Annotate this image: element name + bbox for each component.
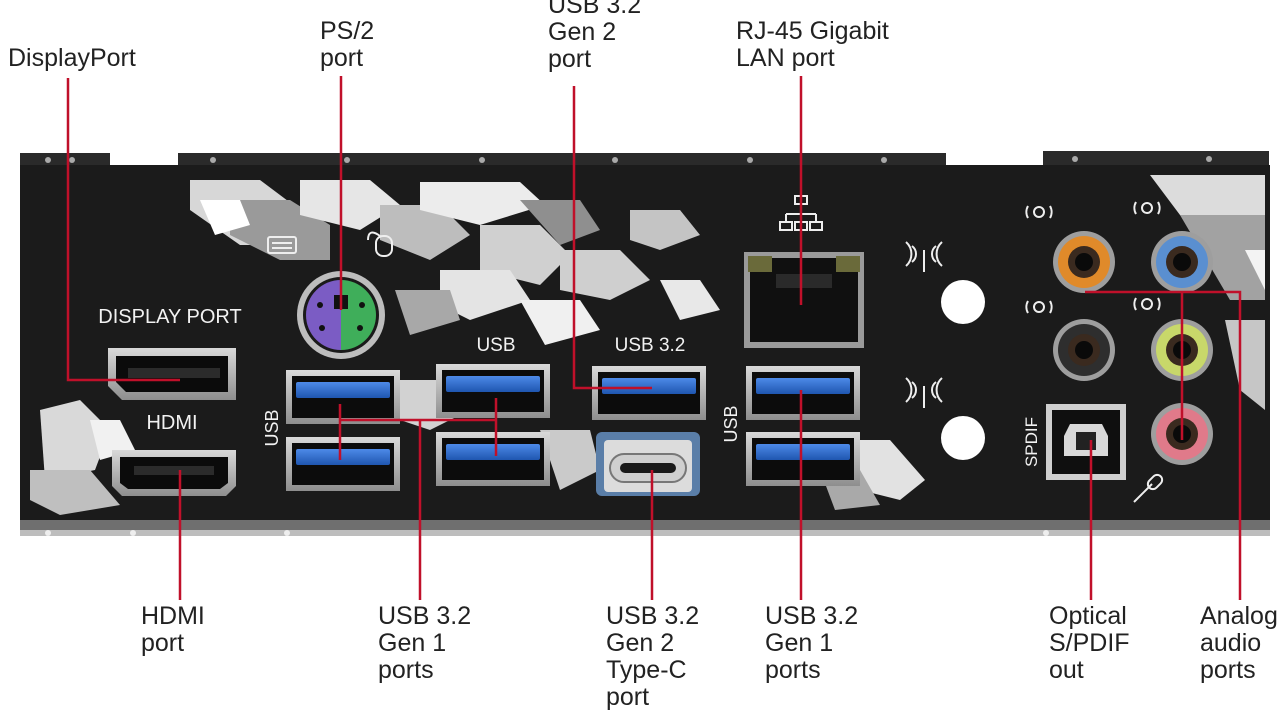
antenna-hole-top bbox=[941, 280, 985, 324]
leader-line bbox=[338, 398, 498, 600]
callout-ps2: PS/2 port bbox=[320, 17, 375, 72]
leader-lines bbox=[66, 76, 1242, 600]
silkscreen-usb-right: USB bbox=[721, 405, 741, 442]
keyboard-icon bbox=[267, 236, 297, 254]
callout-displayport: DisplayPort bbox=[8, 44, 136, 72]
callout-usb-gen1-right: USB 3.2 Gen 1 ports bbox=[765, 602, 859, 684]
silkscreen-display-port: DISPLAY PORT bbox=[98, 306, 241, 328]
callout-usb-gen2: USB 3.2 Gen 2 port bbox=[548, 0, 642, 73]
silkscreen-spdif: SPDIF bbox=[1022, 417, 1041, 467]
usb-port bbox=[436, 432, 550, 486]
shield-tabs bbox=[20, 151, 1269, 167]
callout-audio: Analog audio ports bbox=[1200, 602, 1278, 684]
silkscreen-usb-top: USB bbox=[476, 335, 515, 356]
usb-port bbox=[746, 432, 860, 486]
camo-pattern bbox=[30, 175, 1265, 515]
spdif-connector bbox=[1046, 404, 1126, 480]
silkscreen-usb-left: USB bbox=[262, 409, 282, 446]
leader-line bbox=[66, 78, 180, 382]
usb-port bbox=[746, 366, 860, 420]
mouse-icon bbox=[367, 231, 393, 257]
usb-typec-connector bbox=[596, 432, 700, 496]
usb-port bbox=[592, 366, 706, 420]
usb-ports bbox=[286, 364, 860, 491]
microphone-icon bbox=[1133, 473, 1164, 503]
rj45-connector bbox=[744, 252, 864, 348]
antenna-hole-bottom bbox=[941, 416, 985, 460]
wifi-antenna-icon bbox=[905, 377, 943, 408]
audio-jacks bbox=[1053, 231, 1213, 465]
audio-jack-icon bbox=[1025, 201, 1161, 314]
leader-line bbox=[1085, 290, 1242, 600]
audio-jack bbox=[1053, 231, 1115, 293]
audio-jack bbox=[1151, 231, 1213, 293]
usb-port bbox=[286, 370, 400, 424]
callout-usb-gen1-left: USB 3.2 Gen 1 ports bbox=[378, 602, 472, 684]
silkscreen-hdmi: HDMI bbox=[146, 412, 197, 434]
audio-jack bbox=[1053, 319, 1115, 381]
callout-spdif: Optical S/PDIF out bbox=[1049, 602, 1130, 684]
silkscreen-usb32: USB 3.2 bbox=[615, 335, 686, 356]
displayport-connector bbox=[108, 348, 236, 400]
wifi-antenna-icon bbox=[905, 241, 943, 272]
usb-port bbox=[436, 364, 550, 418]
ps2-connector bbox=[297, 271, 385, 359]
callout-hdmi: HDMI port bbox=[141, 602, 205, 657]
callout-rj45: RJ-45 Gigabit LAN port bbox=[736, 17, 889, 72]
leader-line bbox=[572, 86, 652, 390]
hdmi-connector bbox=[112, 450, 236, 496]
callout-usb-typec: USB 3.2 Gen 2 Type-C port bbox=[606, 602, 700, 711]
usb-port bbox=[286, 437, 400, 491]
